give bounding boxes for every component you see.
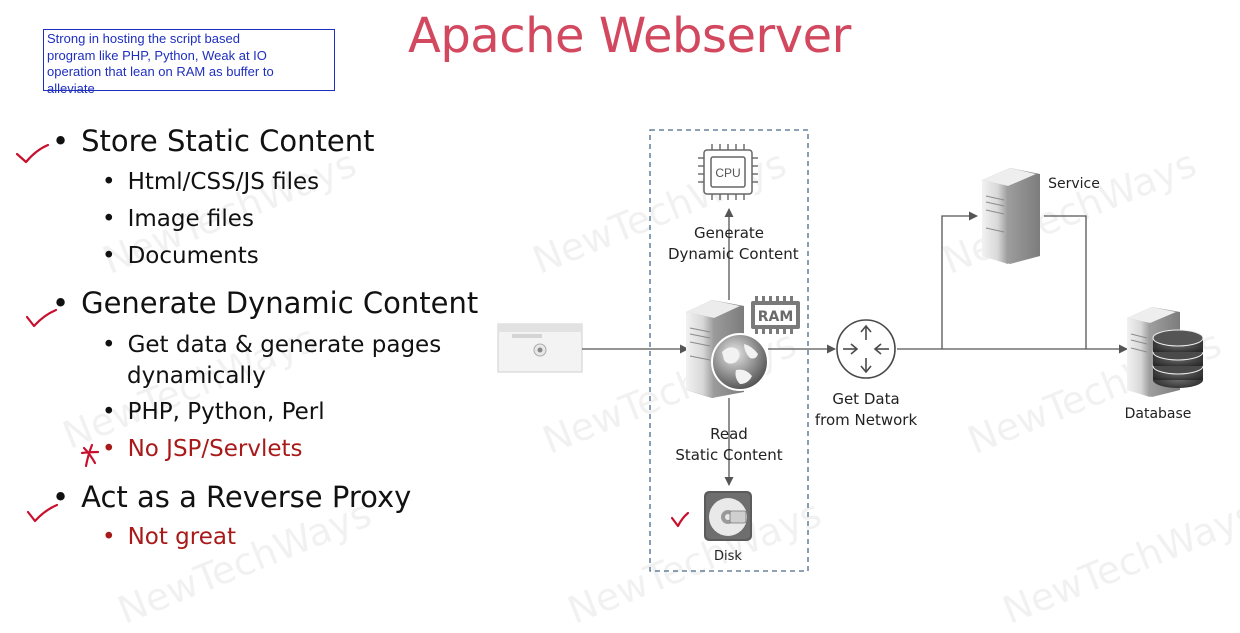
get-data-label: Get Data from Network	[806, 389, 926, 431]
note-line: alleviate	[47, 80, 95, 96]
bullet-list: Store Static Content Html/CSS/JS files I…	[0, 0, 478, 589]
bullet-languages: PHP, Python, Perl	[102, 397, 325, 428]
disk-icon	[704, 491, 752, 541]
note-line: program like PHP, Python, Weak at IO	[47, 47, 267, 63]
read-label-line: Static Content	[675, 446, 783, 464]
bullet-not-great: Not great	[102, 522, 236, 553]
architecture-diagram: CPU RAM	[497, 129, 1204, 572]
bullet-reverse-proxy: Act as a Reverse Proxy	[52, 480, 411, 514]
disk-label: Disk	[714, 549, 742, 564]
get-data-label-line: Get Data	[832, 390, 900, 408]
service-label: Service	[1048, 176, 1100, 192]
page-title: Apache Webserver	[408, 8, 851, 64]
router-icon	[836, 319, 896, 379]
check-mark-icon	[670, 511, 690, 528]
bullet-image-files: Image files	[102, 204, 254, 235]
cpu-icon	[698, 144, 758, 200]
bullet-no-jsp: No JSP/Servlets	[102, 434, 303, 465]
line-service-to-database	[1044, 215, 1087, 349]
database-icon	[1127, 307, 1204, 397]
note-line: Strong in hosting the script based	[47, 31, 240, 46]
ram-icon	[751, 296, 800, 334]
bullet-html-files: Html/CSS/JS files	[102, 167, 320, 198]
generate-dynamic-label: Generate Dynamic Content	[668, 223, 799, 265]
database-label: Database	[1124, 406, 1192, 422]
bullet-generate-dynamic: Generate Dynamic Content	[52, 286, 478, 320]
check-mark-icon	[15, 143, 50, 164]
service-server-icon	[982, 168, 1040, 264]
note-line: operation that lean on RAM as buffer to	[47, 64, 274, 79]
ram-label: RAM	[758, 309, 794, 325]
read-static-label: Read Static Content	[668, 424, 790, 466]
handwritten-marks	[15, 143, 690, 528]
get-data-label-line: from Network	[814, 411, 918, 429]
browser-window-icon	[497, 323, 583, 373]
bullet-get-data: Get data & generate pages	[102, 330, 442, 361]
cpu-label: CPU	[715, 166, 740, 180]
web-server-icon	[686, 300, 769, 398]
arrow-router-to-service	[941, 211, 978, 349]
bullet-get-data-continued: dynamically	[127, 363, 266, 389]
bullet-store-static: Store Static Content	[52, 124, 374, 158]
server-boundary-box	[649, 129, 809, 572]
annotation-note: Strong in hosting the script based progr…	[43, 29, 335, 96]
check-mark-icon	[25, 308, 58, 328]
generate-label-line: Generate	[693, 224, 765, 242]
generate-label-line: Dynamic Content	[668, 245, 799, 263]
bullet-documents: Documents	[102, 241, 259, 272]
check-mark-icon	[26, 503, 59, 523]
cross-mark-icon	[80, 443, 100, 468]
read-label-line: Read	[710, 425, 748, 443]
